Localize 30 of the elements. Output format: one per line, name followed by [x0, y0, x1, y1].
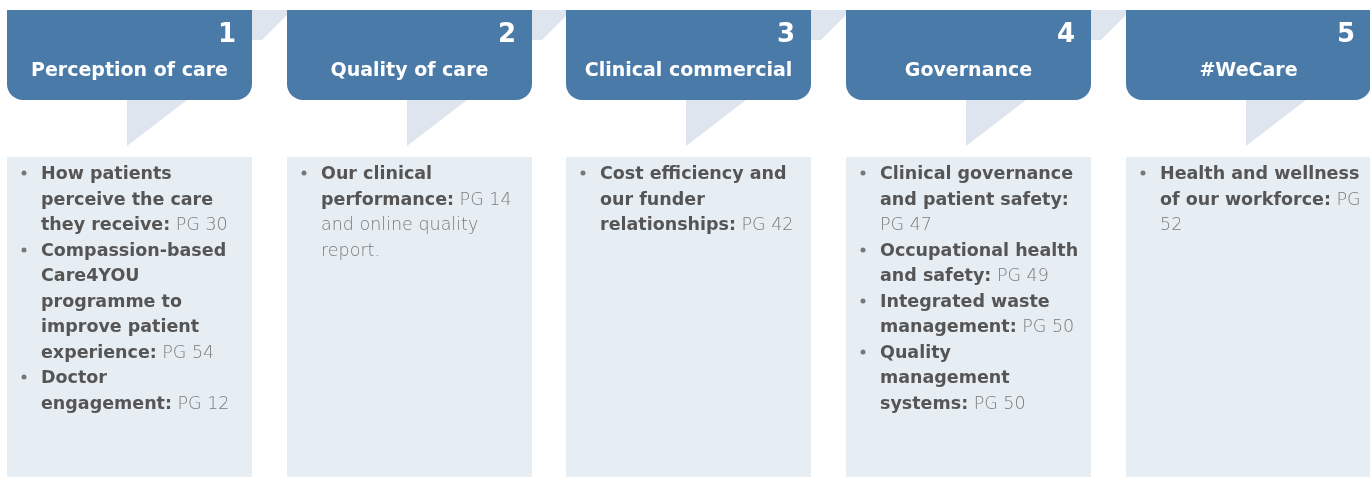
content-panel	[566, 157, 811, 477]
bullet-item: How patients perceive the care they receive: PG 30	[41, 161, 244, 238]
bullet-item: Health and wellness of our workforce: PG 52	[1160, 161, 1363, 238]
bullet-item: Compassion-based Care4YOU programme to improve patient experience: PG 54	[41, 237, 244, 365]
step-number: 1	[217, 18, 236, 48]
content-panel	[846, 157, 1091, 477]
bullet-item: Our clinical performance: PG 14 and online quality report.	[321, 161, 524, 263]
step-number: 4	[1056, 18, 1075, 48]
content-panel	[7, 157, 252, 477]
step-title: Governance	[903, 58, 1034, 80]
header-tab	[846, 10, 1091, 100]
bullet-item: Clinical governance and patient safety: PG 47	[880, 161, 1083, 238]
step-title: Quality of care	[329, 58, 490, 80]
header-tab	[287, 10, 532, 100]
content-panel	[1126, 157, 1370, 477]
header-tab	[1126, 10, 1370, 100]
step-number: 2	[497, 18, 516, 48]
step-number: 3	[776, 18, 795, 48]
header-tab	[7, 10, 252, 100]
step-number: 5	[1336, 18, 1355, 48]
bullet-item: Integrated waste management: PG 50	[880, 288, 1083, 340]
bullet-item: Cost efficiency and our funder relationships: PG 42	[600, 161, 803, 238]
step-title: Clinical commercial	[583, 58, 794, 80]
step-title: Perception of care	[30, 58, 229, 80]
header-tab	[566, 10, 811, 100]
content-panel	[287, 157, 532, 477]
bullet-item: Occupational health and safety: PG 49	[880, 237, 1083, 289]
bullet-item: Doctor engagement: PG 12	[41, 365, 244, 416]
step-title: #WeCare	[1198, 58, 1299, 80]
bullet-item: Quality management systems: PG 50	[880, 339, 1083, 416]
